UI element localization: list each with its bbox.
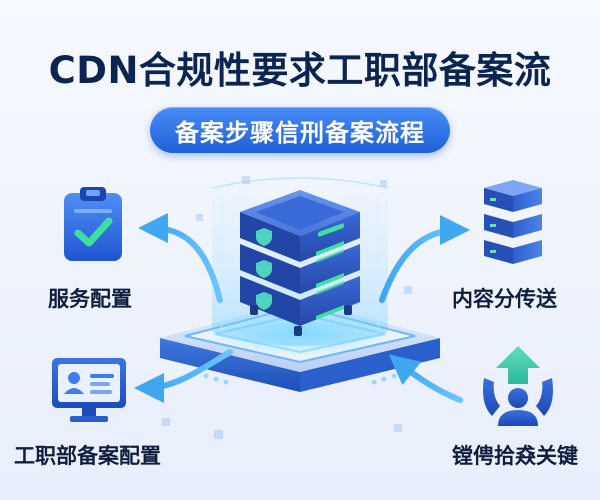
page-title: CDN合规性要求工职部备案流 — [48, 49, 552, 92]
arrow-top-left — [138, 213, 223, 303]
label-service-config: 服务配置 — [48, 287, 132, 311]
arrow-top-right — [379, 215, 470, 303]
person-upload-icon — [478, 344, 558, 428]
decorative-cubes — [162, 176, 412, 439]
clipboard-check-icon — [60, 185, 126, 263]
subtitle-banner: 备案步骤信刑备案流程 — [150, 107, 450, 153]
server-rack-icon — [240, 190, 360, 336]
label-key-points: 镗俜拾猋关键 — [452, 444, 578, 468]
flow-arrows — [134, 213, 470, 403]
arrow-bottom-left — [134, 349, 233, 403]
arrow-bottom-right — [388, 354, 463, 403]
monitor-id-card-icon — [50, 356, 128, 426]
label-content-delivery: 内容分传送 — [452, 287, 557, 311]
label-record-config: 工职部备案配置 — [14, 444, 161, 468]
server-stack-icon — [478, 178, 548, 266]
